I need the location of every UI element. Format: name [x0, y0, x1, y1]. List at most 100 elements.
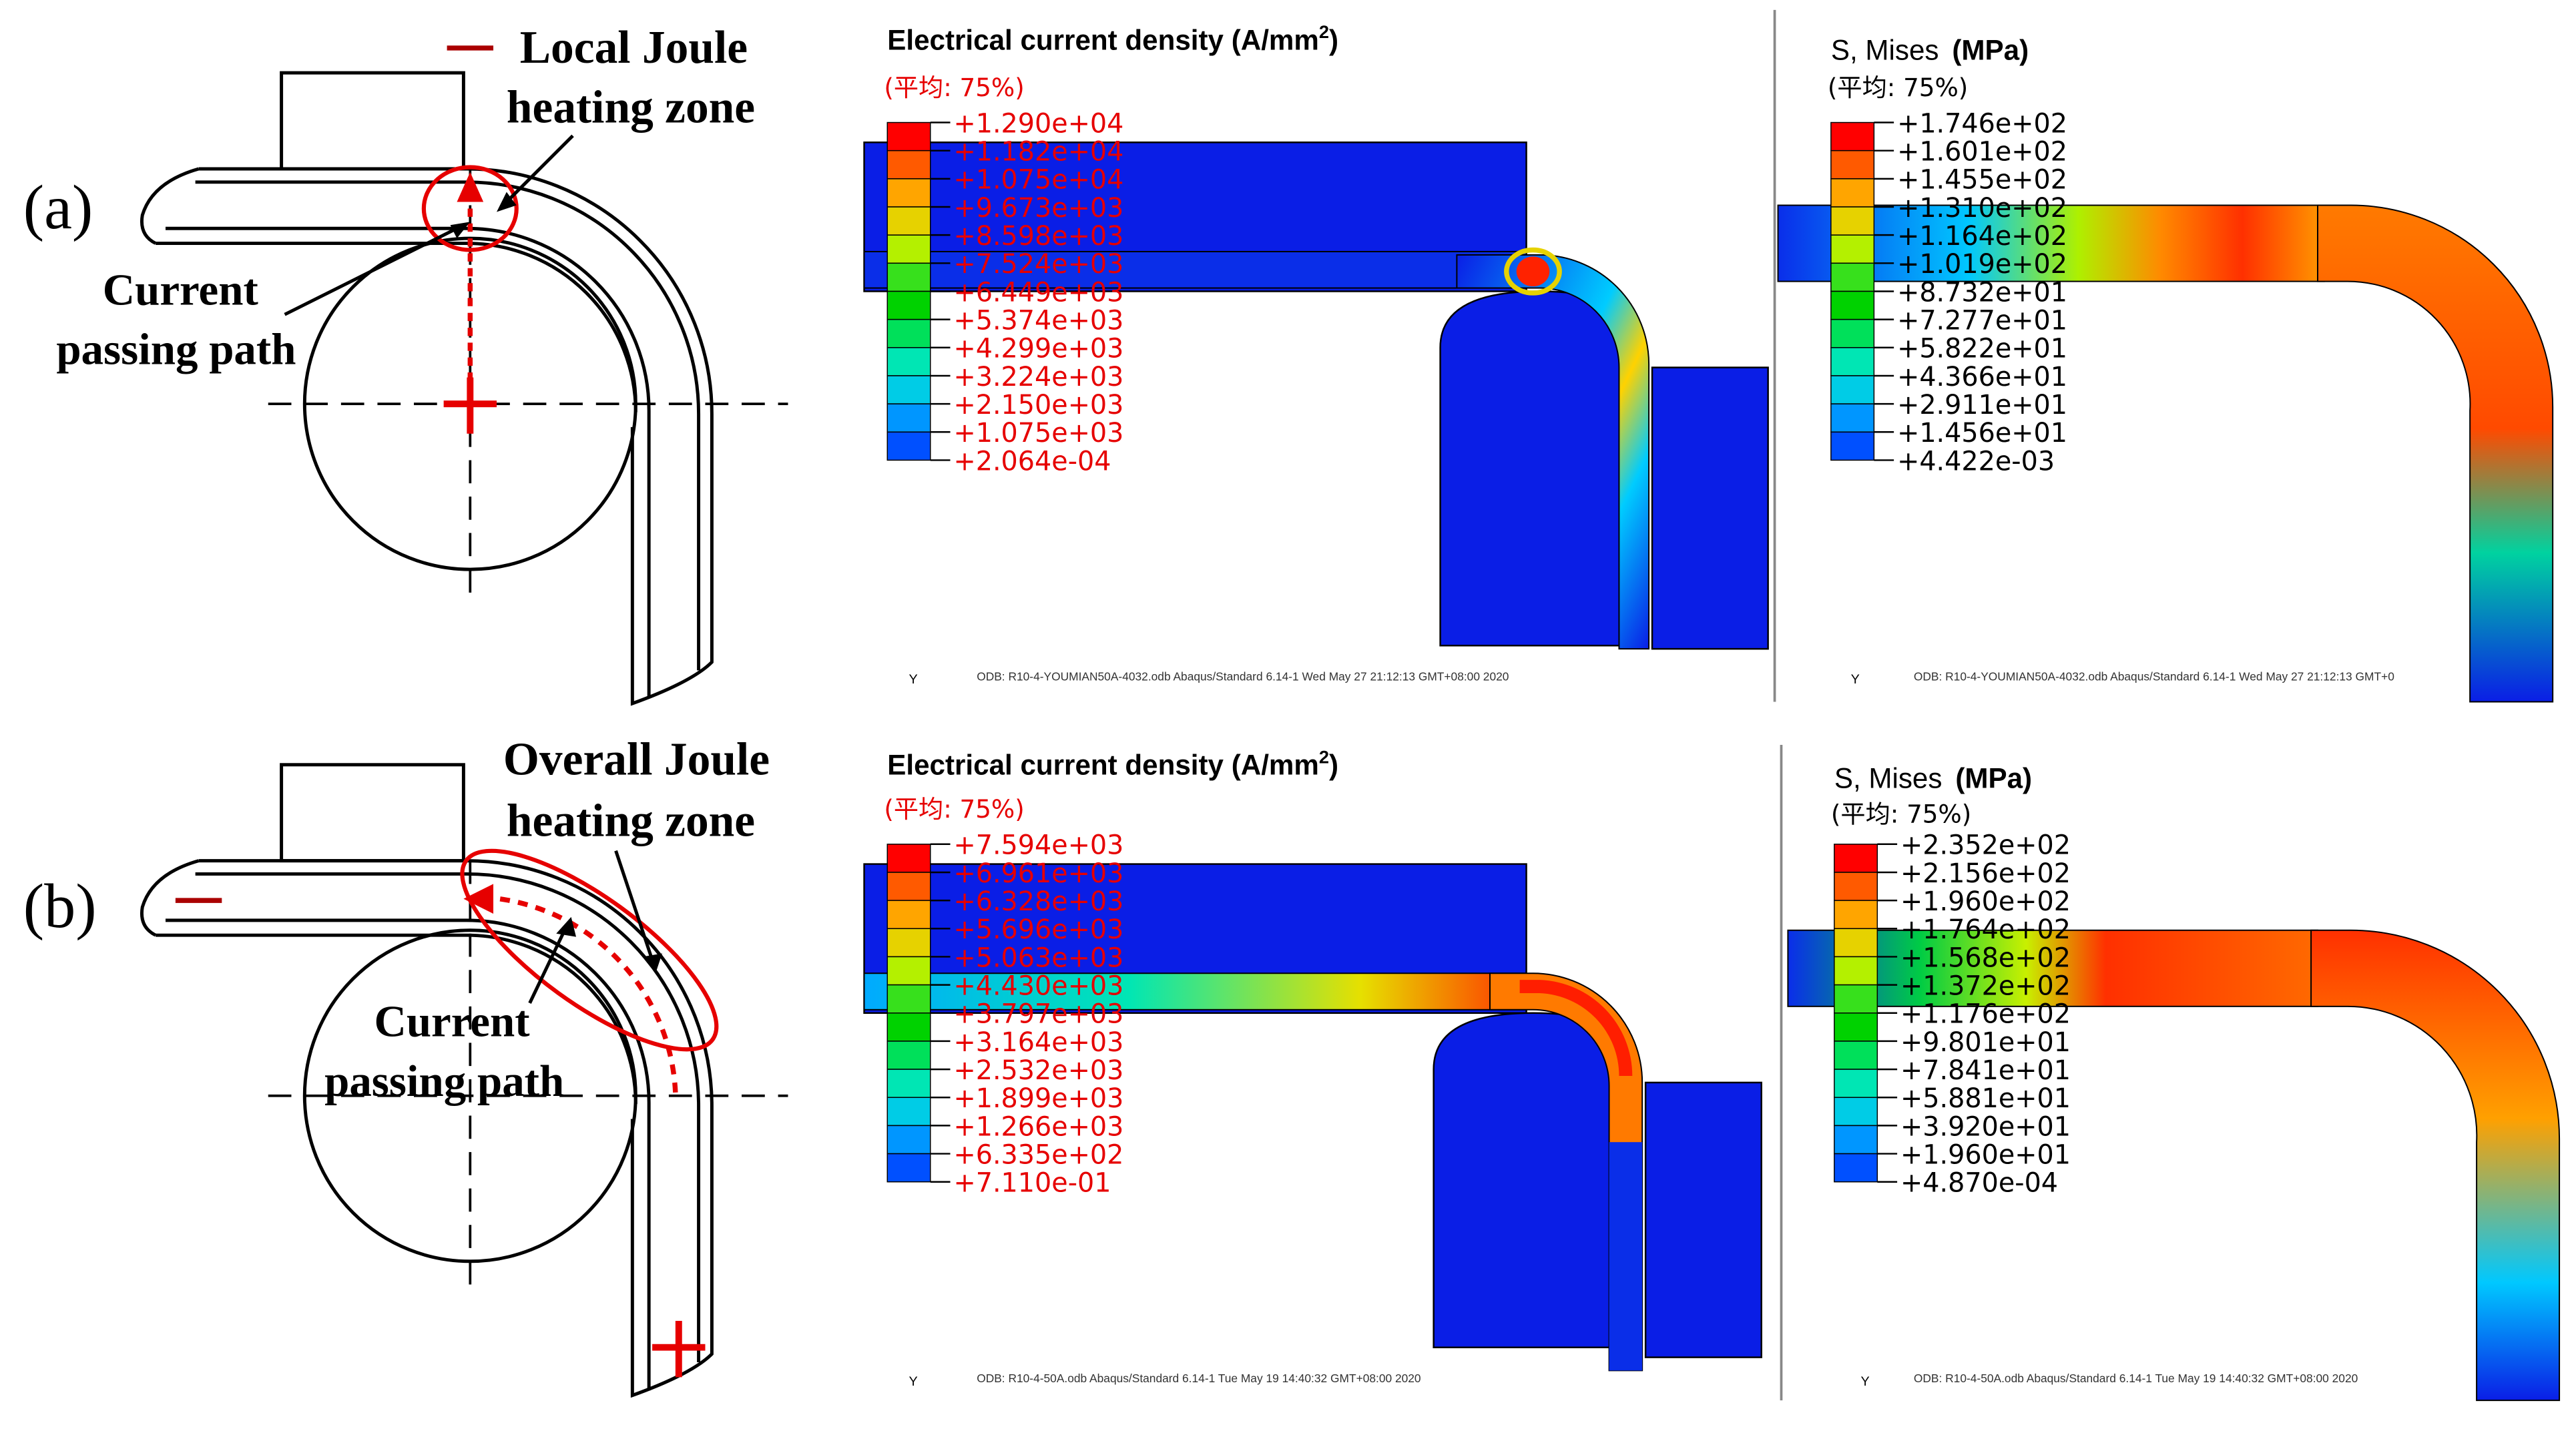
sheet-left-end-a: [140, 167, 200, 245]
legend-value: +2.156e+02: [1900, 858, 2071, 889]
footer-axis-mises-a: Y: [1851, 672, 1860, 687]
footer-current-b: ODB: R10-4-50A.odb Abaqus/Standard 6.14-…: [977, 1372, 1421, 1385]
legend-value: +2.150e+03: [953, 390, 1123, 420]
sheet-mid2-b: [166, 918, 651, 1391]
legend-value: +3.797e+03: [953, 999, 1123, 1030]
legend-value: +4.422e-03: [1897, 446, 2055, 477]
heating-zone-ellipse-a: [421, 165, 519, 252]
sheet-inner-a: [156, 242, 637, 412]
legend-value: +6.335e+02: [953, 1139, 1123, 1170]
legend-swatch: [886, 375, 931, 404]
legend-value: +1.568e+02: [1900, 942, 2071, 973]
hotspot-ring-a: [1504, 247, 1562, 296]
legend-value: +4.299e+03: [953, 334, 1123, 364]
path-pointer-a: [284, 224, 465, 316]
legend-value: +7.524e+03: [953, 249, 1123, 280]
sheet-left-end-b: [140, 859, 200, 937]
legend-value: +1.455e+02: [1897, 165, 2067, 196]
legend-value: +2.352e+02: [1900, 830, 2071, 861]
legend-value: +8.598e+03: [953, 221, 1123, 252]
legend-value: +9.801e+01: [1900, 1027, 2071, 1058]
zone-pointer-head-a: [497, 192, 517, 212]
heating-zone-label-b-2: heating zone: [507, 795, 755, 846]
legend-value: +2.064e-04: [953, 446, 1111, 477]
bend-cool-b: [1609, 1142, 1643, 1371]
legend-value: +1.601e+02: [1897, 137, 2067, 168]
legend-swatch: [886, 900, 931, 930]
legend-value: +5.696e+03: [953, 914, 1123, 945]
legend-value: +2.532e+03: [953, 1055, 1123, 1086]
legend-swatch: [1834, 1153, 1878, 1183]
legend-value: +1.266e+03: [953, 1111, 1123, 1142]
legend-value: +9.673e+03: [953, 193, 1123, 224]
current-arrowhead-b: [463, 884, 494, 914]
current-arrowhead-a: [457, 172, 484, 202]
legend-mises-a: +1.746e+02+1.601e+02+1.455e+02+1.310e+02…: [1830, 108, 2067, 477]
legend-swatch: [1830, 375, 1875, 404]
legend-value: +4.366e+01: [1897, 362, 2067, 392]
legend-value: +4.430e+03: [953, 970, 1123, 1001]
footer-mises-a: ODB: R10-4-YOUMIAN50A-4032.odb Abaqus/St…: [1914, 669, 2394, 683]
sheet-outer-b: [198, 859, 714, 1398]
legend-swatch: [886, 431, 931, 461]
legend-swatch: [1834, 1125, 1878, 1155]
bend-hot-b: [1519, 980, 1633, 1076]
heating-zone-ellipse-b: [460, 848, 719, 1052]
legend-value: +1.164e+02: [1897, 221, 2067, 252]
legend-swatch: [886, 347, 931, 376]
legend-value: +5.374e+03: [953, 306, 1123, 336]
legend-value: +1.746e+02: [1897, 108, 2067, 139]
legend-swatch: [1834, 984, 1878, 1014]
legend-value: +3.920e+01: [1900, 1111, 2071, 1142]
mises-bend-a: [2317, 204, 2554, 703]
legend-swatch: [886, 928, 931, 958]
fea-current-b: [863, 863, 1762, 1372]
path-pointer-head-a: [450, 222, 471, 239]
fea-mises-a: [1777, 204, 2554, 703]
die-mesh-b: [1433, 1012, 1633, 1348]
legend-value: +1.075e+04: [953, 165, 1123, 196]
legend-swatch: [886, 403, 931, 433]
legend-swatch: [1830, 318, 1875, 348]
legend-value: +1.899e+03: [953, 1083, 1123, 1114]
legend-value: +8.732e+01: [1897, 277, 2067, 308]
legend-swatch: [1830, 262, 1875, 292]
strip-b: [863, 972, 1527, 1011]
avg-current-b: (平均: 75%): [884, 794, 1024, 824]
legend-swatch: [886, 872, 931, 901]
schematic-a: [140, 71, 788, 706]
title-mises-b: S, Mises(MPa): [1834, 762, 2032, 794]
legend-value: +3.164e+03: [953, 1027, 1123, 1058]
legend-value: +1.075e+03: [953, 418, 1123, 449]
annotations-a: [284, 45, 574, 434]
legend-value: +1.176e+02: [1900, 999, 2071, 1030]
legend-swatch: [886, 1125, 931, 1155]
legend-swatch: [1834, 844, 1878, 873]
legend-value: +1.290e+04: [953, 108, 1123, 139]
legend-swatch: [886, 234, 931, 264]
legend-swatch: [886, 1097, 931, 1127]
path-pointer-head-b: [556, 916, 577, 937]
legend-swatch: [1830, 234, 1875, 264]
avg-mises-b: (平均: 75%): [1831, 800, 1971, 829]
legend-swatch: [886, 956, 931, 986]
path-pointer-b: [528, 926, 568, 1004]
zone-pointer-a: [502, 134, 574, 207]
title-current-b: Electrical current density (A/mm2): [887, 746, 1338, 780]
legend-swatch: [886, 1013, 931, 1042]
heating-zone-label-a-2: heating zone: [507, 82, 755, 133]
legend-value: +5.822e+01: [1897, 334, 2067, 364]
legend-swatch: [1830, 290, 1875, 320]
legend-swatch: [886, 318, 931, 348]
legend-swatch: [886, 206, 931, 236]
legend-swatch: [1834, 956, 1878, 986]
legend-swatch: [1830, 347, 1875, 376]
legend-value: +1.310e+02: [1897, 193, 2067, 224]
sheet-mid-b: [195, 872, 701, 1363]
legend-swatch: [1830, 403, 1875, 433]
title-current-a: Electrical current density (A/mm2): [887, 21, 1338, 55]
hotspot-a: [1516, 256, 1550, 287]
legend-swatch: [886, 290, 931, 320]
legend-value: +6.961e+03: [953, 858, 1123, 889]
